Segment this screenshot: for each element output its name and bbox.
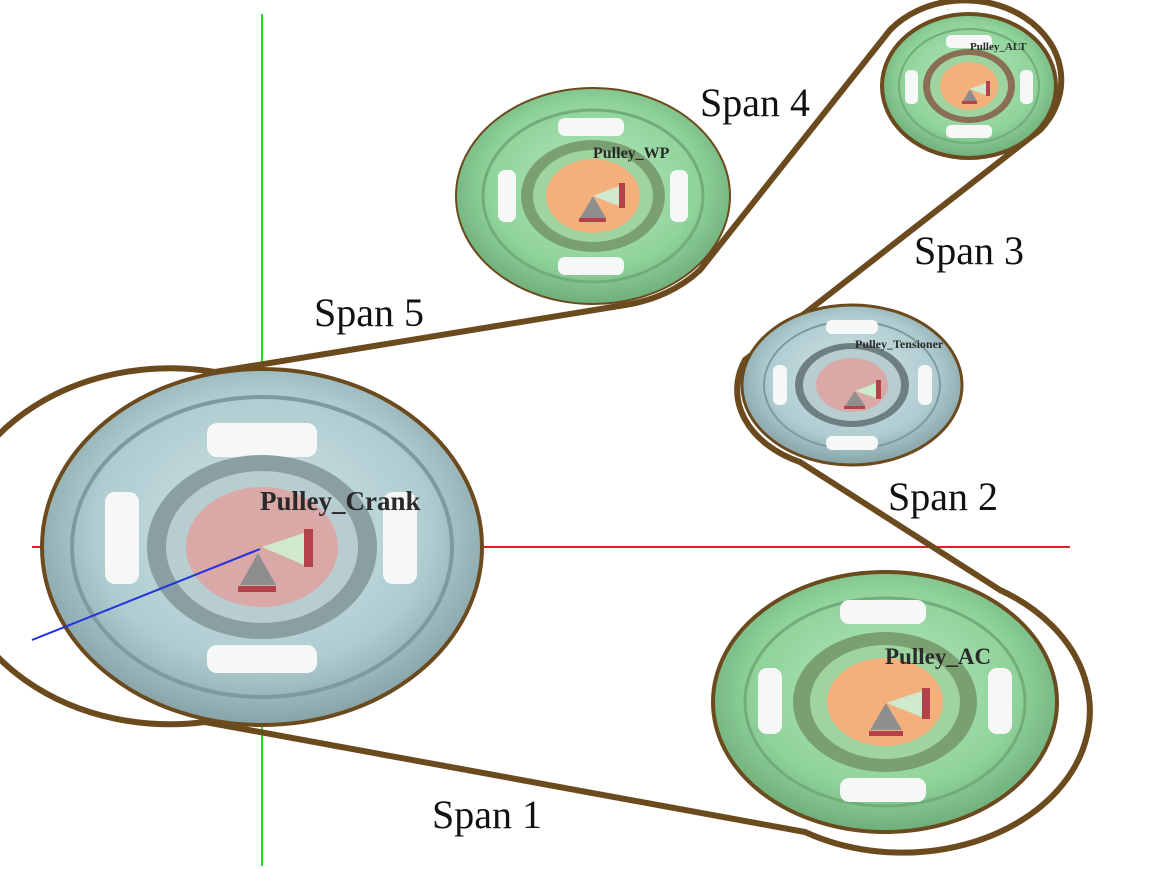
crank-marker-bar xyxy=(304,529,313,567)
wp-slot-top xyxy=(558,118,624,136)
span-3-label: Span 3 xyxy=(914,228,1024,273)
alt-marker-wedge xyxy=(969,83,986,95)
span-2-label: Span 2 xyxy=(888,474,998,519)
alt-slot-left xyxy=(905,70,918,104)
alt-marker-bar xyxy=(986,81,990,96)
belt-wrap-alt xyxy=(887,0,1065,133)
ac-marker-triangle xyxy=(870,703,902,730)
crank-slot-top xyxy=(207,423,317,457)
ac-slot-bottom xyxy=(840,778,926,802)
belt-wrap-wp xyxy=(622,267,703,308)
tensioner-slot-right xyxy=(918,365,932,405)
alt-marker-triangle xyxy=(963,89,977,101)
tensioner-marker-wedge xyxy=(855,383,876,398)
z-axis-line xyxy=(31,548,261,641)
wp-marker-bar xyxy=(619,183,625,208)
alt-slot-right xyxy=(1020,70,1033,104)
alt-marker-base xyxy=(962,101,977,104)
pulley-ac-label: Pulley_AC xyxy=(885,644,991,669)
belt-wrap-crank xyxy=(0,365,218,728)
tensioner-slot-top xyxy=(826,320,878,334)
pulley-crank: Pulley_Crank xyxy=(40,367,484,727)
pulley-tensioner: Pulley_Tensioner xyxy=(740,303,964,467)
span-5-label: Span 5 xyxy=(314,290,424,335)
ac-slot-left xyxy=(758,668,782,734)
wp-marker-triangle xyxy=(580,196,606,218)
alt-slot-top xyxy=(946,35,992,48)
belt-span-2 xyxy=(797,459,1003,593)
alt-slot-bottom xyxy=(946,125,992,138)
belt-span-4 xyxy=(697,27,893,273)
belt-span-1 xyxy=(202,719,808,835)
pulley-wp: Pulley_WP xyxy=(455,87,731,305)
span-4-label: Span 4 xyxy=(700,80,810,125)
crank-slot-bottom xyxy=(207,645,317,673)
belt-wrap-ac xyxy=(802,587,1093,856)
pulley-wp-label: Pulley_WP xyxy=(593,145,670,162)
crank-marker-base xyxy=(238,586,276,592)
ac-marker-base xyxy=(869,731,903,736)
wp-slot-bottom xyxy=(558,257,624,275)
belt-wrap-tensioner xyxy=(734,357,803,465)
pulley-tensioner-label: Pulley_Tensioner xyxy=(855,337,944,351)
tensioner-hub xyxy=(816,358,888,412)
tensioner-marker-triangle xyxy=(845,391,865,406)
tensioner-marker-base xyxy=(844,406,865,409)
ac-marker-bar xyxy=(922,688,930,719)
wp-marker-base xyxy=(579,218,606,222)
pulley-alt: Pulley_ALT xyxy=(880,12,1058,160)
ac-slot-top xyxy=(840,600,926,624)
crank-slot-right xyxy=(383,492,417,584)
alt-hub xyxy=(940,62,998,110)
tensioner-slot-bottom xyxy=(826,436,878,450)
crank-marker-wedge xyxy=(262,533,304,565)
tensioner-marker-bar xyxy=(876,380,881,399)
belt-span-5 xyxy=(212,302,628,375)
tensioner-slot-left xyxy=(773,365,787,405)
wp-slot-left xyxy=(498,170,516,222)
crank-slot-left xyxy=(105,492,139,584)
span-1-label: Span 1 xyxy=(432,792,542,837)
ac-marker-wedge xyxy=(886,691,922,717)
ac-hub xyxy=(827,658,943,746)
wp-marker-wedge xyxy=(593,186,619,206)
serpentine-belt xyxy=(0,0,1093,856)
wp-slot-right xyxy=(670,170,688,222)
pulley-alt-label: Pulley_ALT xyxy=(970,41,1027,53)
ac-slot-right xyxy=(988,668,1012,734)
pulley-ac: Pulley_AC xyxy=(711,570,1059,834)
crank-marker-triangle xyxy=(240,553,276,585)
pulley-crank-label: Pulley_Crank xyxy=(260,486,421,516)
